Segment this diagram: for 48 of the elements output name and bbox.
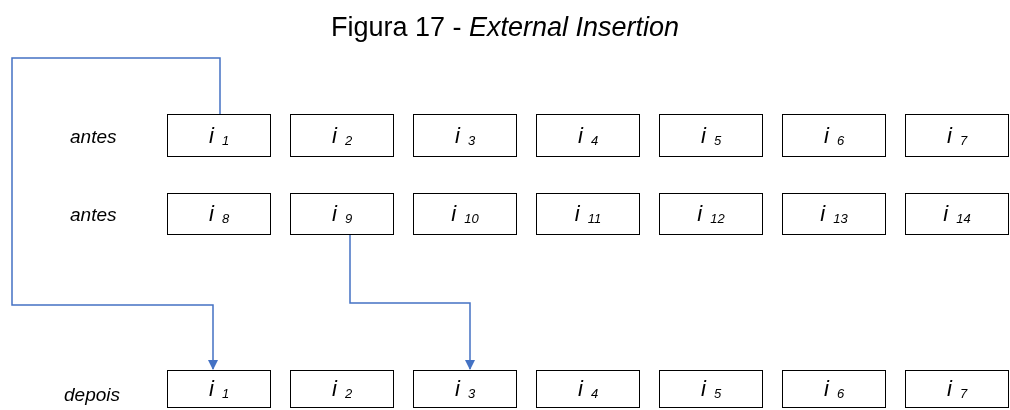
element-box	[167, 370, 271, 408]
element-label: i $_{11}$	[574, 201, 602, 227]
element-label: i $_{2}$	[331, 376, 353, 402]
element-box	[905, 370, 1009, 408]
element-label: i $_{4}$	[577, 376, 599, 402]
element-label: i $_{7}$	[946, 122, 968, 149]
element-label: i $_{8}$	[208, 201, 230, 227]
element-box	[413, 370, 517, 408]
element-label: i $_{1}$	[208, 376, 230, 402]
element-label: i $_{3}$	[454, 122, 476, 149]
element-label: i $_{3}$	[454, 376, 476, 402]
element-box	[167, 193, 271, 235]
element-box	[659, 193, 763, 235]
element-label: i $_{1}$	[208, 122, 230, 149]
element-label: i $_{5}$	[700, 122, 722, 149]
element-box	[290, 193, 394, 235]
figure-title: Figura 17 - External Insertion	[329, 12, 681, 43]
arrow	[349, 234, 475, 370]
element-box	[413, 193, 517, 235]
element-box	[782, 193, 886, 235]
element-box	[536, 114, 640, 157]
element-label: i $_{7}$	[946, 376, 968, 402]
element-box	[290, 114, 394, 157]
element-box	[536, 193, 640, 235]
element-label: i $_{9}$	[331, 201, 353, 227]
element-box	[167, 114, 271, 157]
element-label: i $_{2}$	[331, 122, 353, 149]
element-label: i $_{14}$	[943, 201, 971, 227]
element-label: i $_{13}$	[820, 201, 848, 227]
element-box	[782, 370, 886, 408]
element-label: i $_{10}$	[451, 201, 479, 227]
element-box	[659, 370, 763, 408]
element-label: i $_{6}$	[823, 122, 845, 149]
element-box	[290, 370, 394, 408]
element-label: i $_{4}$	[577, 122, 599, 149]
row-label: antes	[70, 204, 117, 226]
element-box	[905, 193, 1009, 235]
arrow	[11, 57, 221, 370]
element-box	[659, 114, 763, 157]
row-label: antes	[70, 126, 117, 148]
element-box	[413, 114, 517, 157]
element-label: i $_{6}$	[823, 376, 845, 402]
element-box	[782, 114, 886, 157]
element-label: i $_{5}$	[700, 376, 722, 402]
element-box	[905, 114, 1009, 157]
row-label: depois	[64, 384, 120, 406]
element-label: i $_{12}$	[697, 201, 725, 227]
element-box	[536, 370, 640, 408]
